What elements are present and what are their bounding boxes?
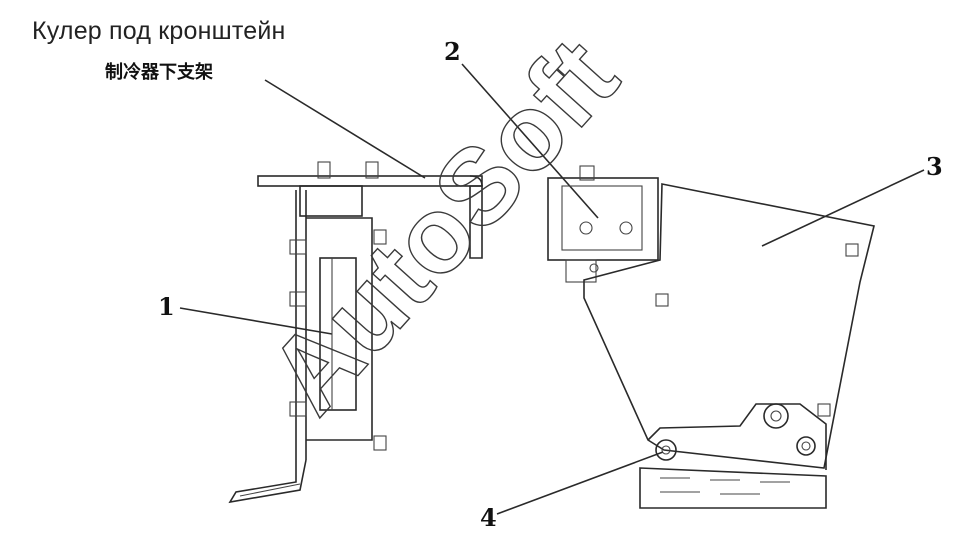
lower-bracket-assembly [228, 161, 483, 504]
leader-3 [761, 169, 925, 247]
caption-chinese: 制冷器下支架 [105, 62, 213, 83]
caption-russian: Кулер под кронштейн [32, 17, 286, 45]
mounting-plate [583, 183, 875, 509]
leader-4 [496, 451, 664, 515]
callout-2: 2 [444, 37, 461, 66]
callout-4: 4 [480, 503, 497, 532]
callout-3: 3 [926, 152, 943, 181]
leader-2 [461, 63, 599, 219]
clamp-block [547, 165, 659, 283]
leader-caption [264, 79, 426, 179]
callout-1: 1 [158, 292, 175, 321]
